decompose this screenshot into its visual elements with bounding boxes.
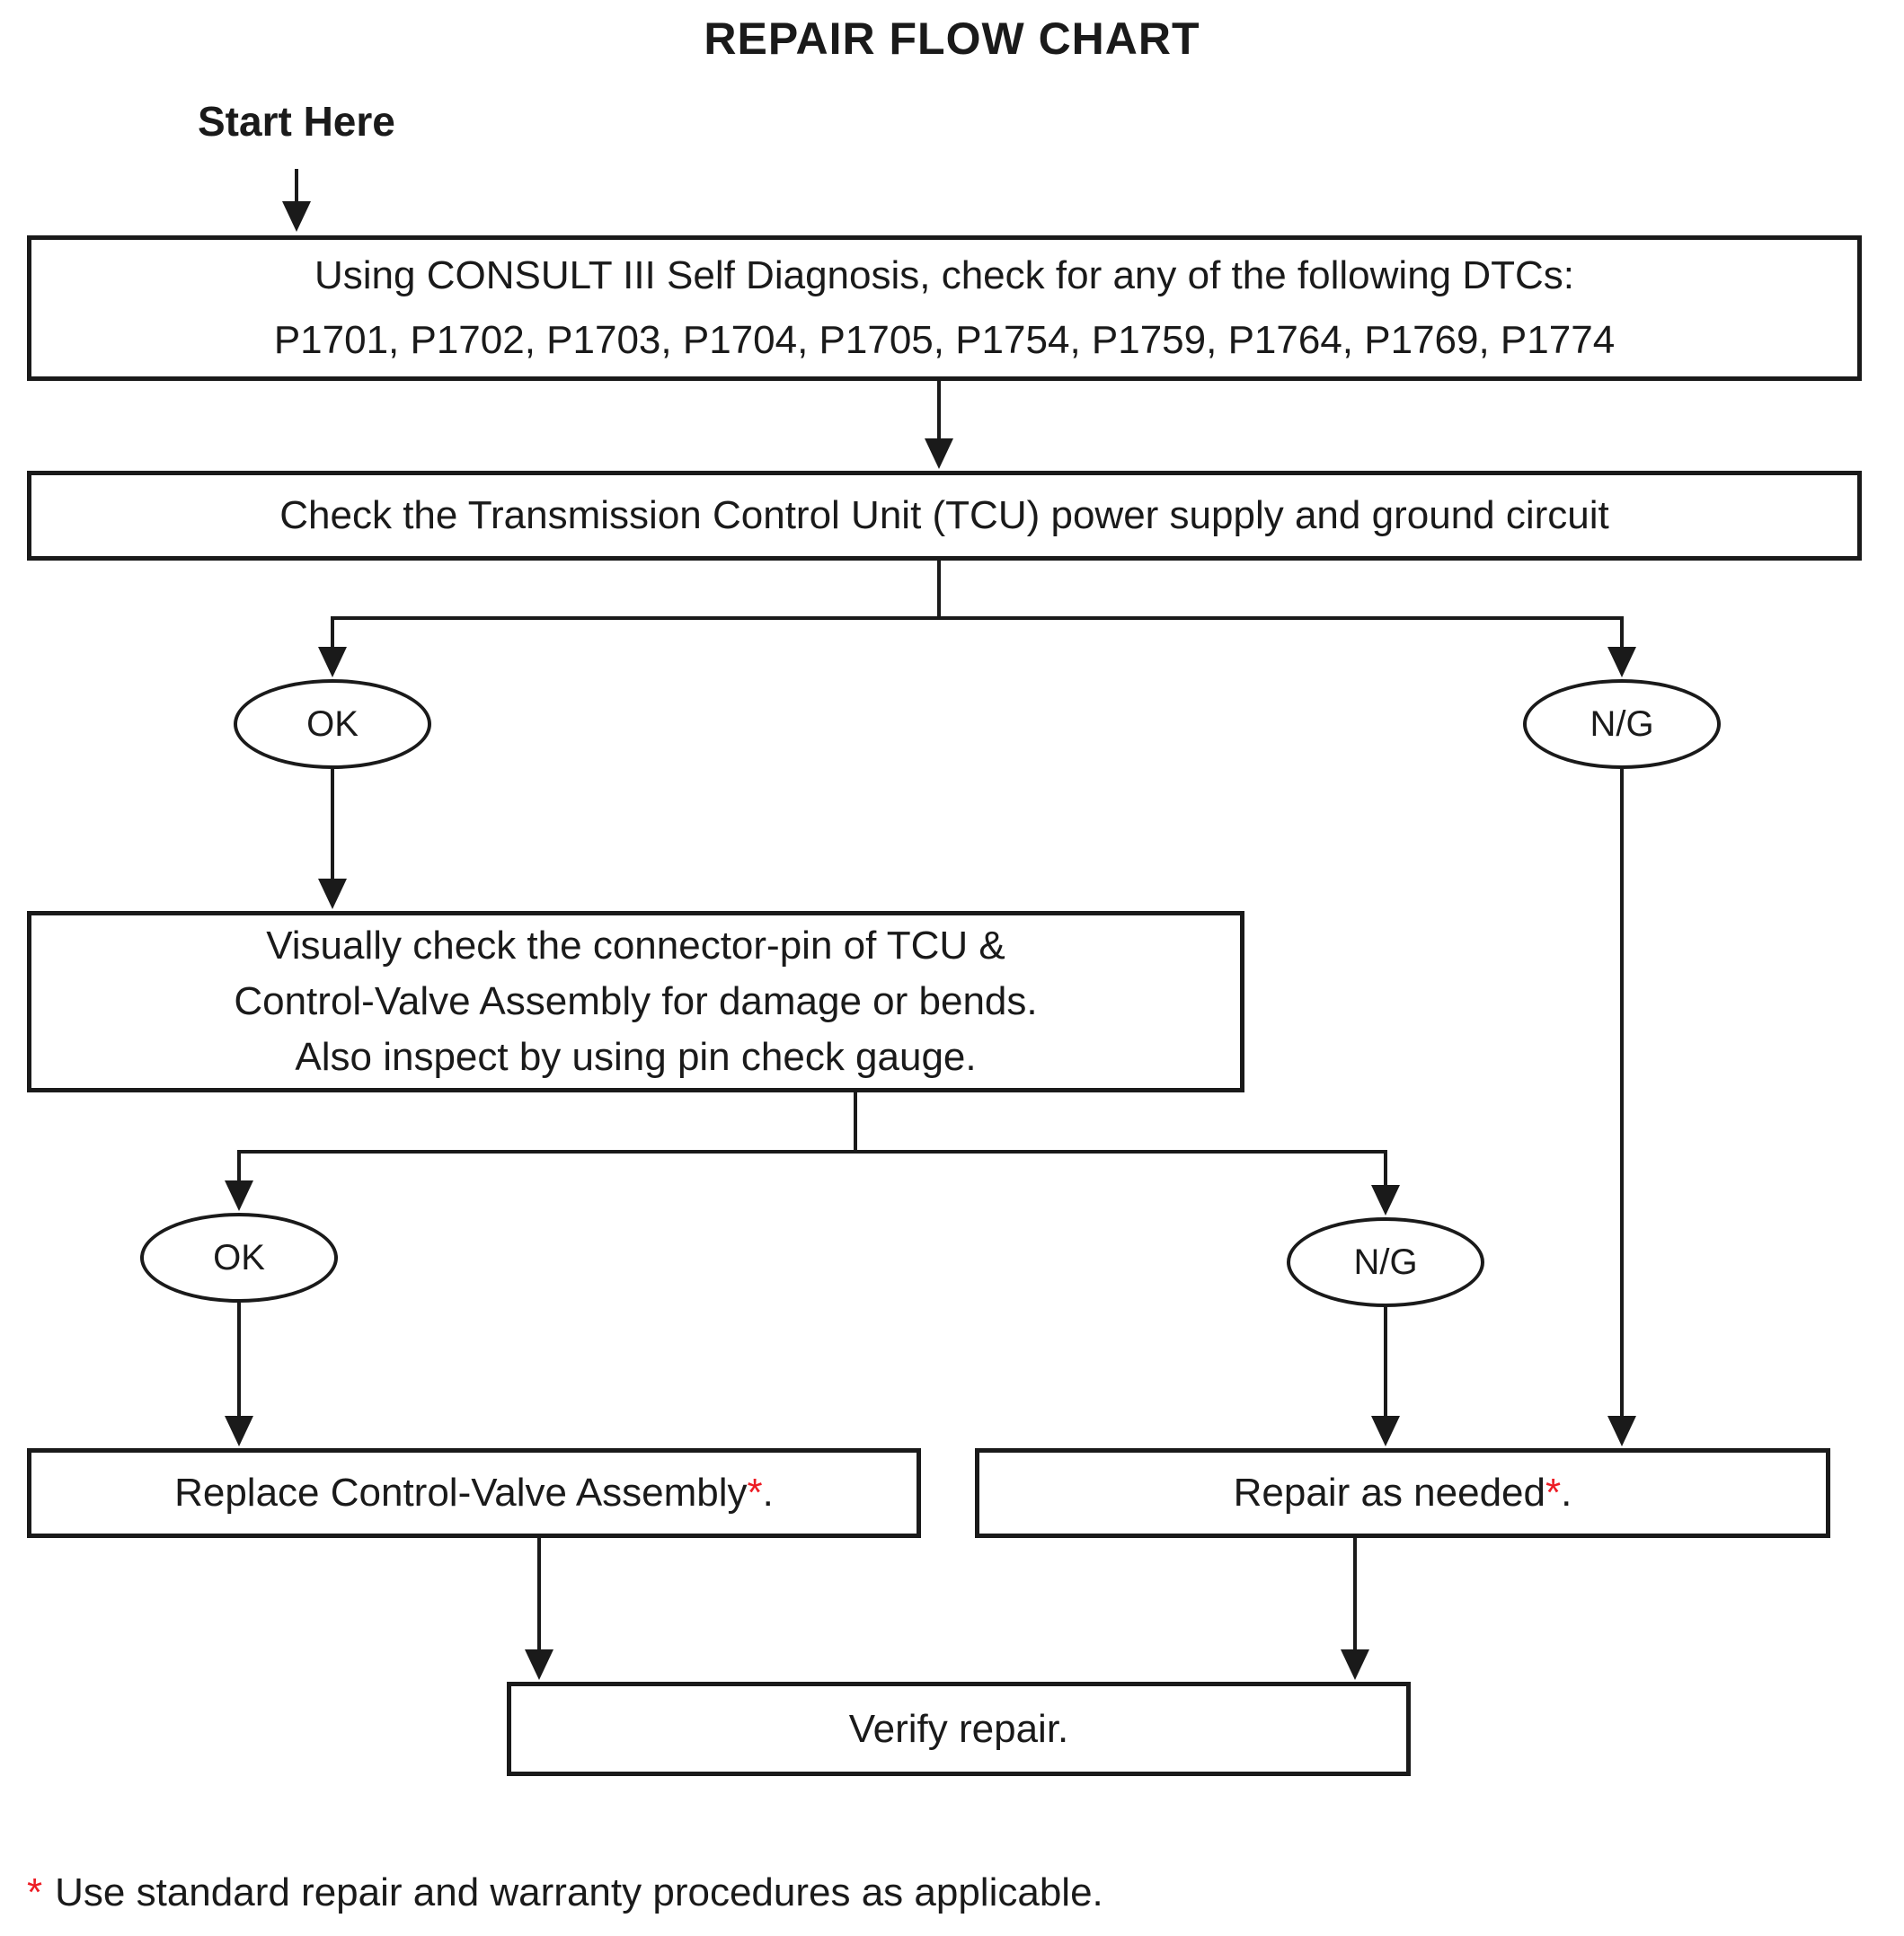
arrowhead-down-icon — [1341, 1649, 1369, 1680]
arrowhead-down-icon — [1371, 1185, 1400, 1216]
connector-line — [331, 616, 1624, 620]
result-ng-1: N/G — [1523, 679, 1721, 769]
connector-line — [537, 1538, 541, 1649]
footnote: * Use standard repair and warranty proced… — [27, 1870, 1103, 1915]
node-text: P1701, P1702, P1703, P1704, P1705, P1754… — [273, 318, 1616, 362]
node-check-tcu-power: Check the Transmission Control Unit (TCU… — [27, 471, 1862, 561]
connector-line — [237, 1303, 241, 1416]
arrowhead-down-icon — [318, 647, 347, 677]
node-text: Using CONSULT III Self Diagnosis, check … — [314, 253, 1575, 297]
arrowhead-down-icon — [282, 201, 311, 232]
arrowhead-down-icon — [318, 879, 347, 909]
node-text: Visually check the connector-pin of TCU … — [266, 924, 1005, 968]
footnote-text: Use standard repair and warranty procedu… — [55, 1870, 1103, 1914]
arrowhead-down-icon — [225, 1416, 253, 1446]
node-text-suffix: . — [1561, 1471, 1572, 1515]
connector-line — [1384, 1150, 1387, 1187]
result-label: N/G — [1590, 703, 1654, 744]
start-here-label: Start Here — [198, 98, 395, 145]
arrowhead-down-icon — [525, 1649, 553, 1680]
arrowhead-down-icon — [225, 1180, 253, 1211]
arrowhead-down-icon — [1607, 647, 1636, 677]
node-text: Repair as needed — [1233, 1471, 1545, 1515]
result-ng-2: N/G — [1287, 1217, 1484, 1307]
node-text-suffix: . — [762, 1471, 774, 1515]
result-ok-1: OK — [234, 679, 431, 769]
node-check-dtcs: Using CONSULT III Self Diagnosis, check … — [27, 235, 1862, 381]
result-ok-2: OK — [140, 1213, 338, 1303]
red-asterisk: * — [1545, 1471, 1562, 1515]
connector-line — [1620, 616, 1624, 649]
connector-line — [237, 1150, 241, 1182]
result-label: OK — [306, 703, 359, 744]
red-asterisk: * — [27, 1870, 43, 1914]
node-text: Verify repair. — [848, 1706, 1069, 1751]
connector-line — [237, 1150, 1387, 1154]
connector-line — [331, 769, 334, 879]
connector-line — [937, 561, 941, 620]
arrowhead-down-icon — [1607, 1416, 1636, 1446]
node-repair-as-needed: Repair as needed*. — [975, 1448, 1830, 1538]
red-asterisk: * — [747, 1471, 763, 1515]
connector-line — [854, 1092, 857, 1154]
connector-line — [295, 169, 298, 201]
connector-line — [1384, 1307, 1387, 1416]
connector-line — [1620, 769, 1624, 1416]
page-title: REPAIR FLOW CHART — [704, 13, 1200, 64]
node-text: Also inspect by using pin check gauge. — [295, 1035, 977, 1079]
node-replace-control-valve: Replace Control-Valve Assembly*. — [27, 1448, 921, 1538]
result-label: OK — [213, 1237, 265, 1277]
arrowhead-down-icon — [925, 438, 953, 469]
connector-line — [331, 616, 334, 649]
node-verify-repair: Verify repair. — [507, 1682, 1411, 1776]
result-label: N/G — [1353, 1242, 1418, 1282]
node-text: Control-Valve Assembly for damage or ben… — [234, 979, 1038, 1023]
node-visually-check-connector: Visually check the connector-pin of TCU … — [27, 911, 1244, 1092]
arrowhead-down-icon — [1371, 1416, 1400, 1446]
node-text: Check the Transmission Control Unit (TCU… — [279, 493, 1609, 537]
connector-line — [937, 381, 941, 440]
connector-line — [1353, 1538, 1357, 1649]
node-text: Replace Control-Valve Assembly — [174, 1471, 748, 1515]
